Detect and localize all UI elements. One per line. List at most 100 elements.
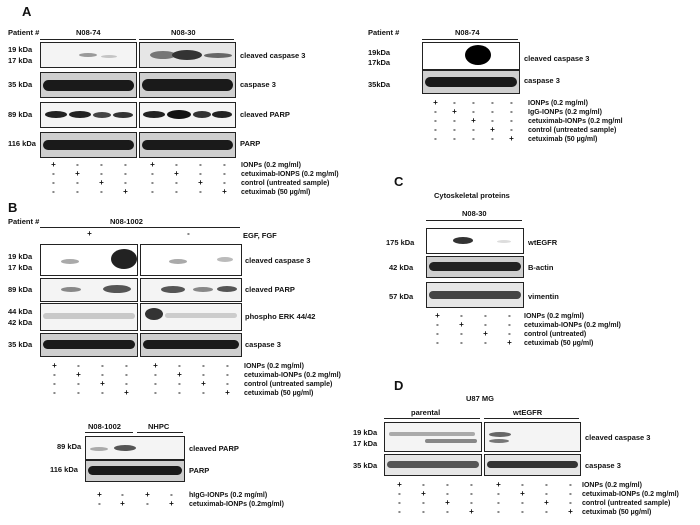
group-line [422, 39, 518, 40]
row-label: caspase 3 [245, 340, 281, 349]
panel-d-label: D [394, 378, 404, 393]
treatment-label: hIgG-IONPs (0.2 mg/ml) [189, 492, 268, 499]
group-label: NHPC [148, 422, 170, 431]
treatment-label: control (untreated) [524, 331, 587, 338]
blot-strip [140, 303, 242, 331]
row-label: cleaved caspase 3 [524, 54, 590, 63]
group-label: N08-30 [462, 209, 487, 218]
blot-strip [40, 102, 137, 128]
group-line [40, 227, 240, 228]
group-label: N08-74 [455, 28, 480, 37]
kda-label: 42 kDa [389, 263, 414, 272]
growth-minus: - [187, 229, 190, 238]
blot-strip [139, 102, 236, 128]
panel-a-label: A [22, 4, 32, 19]
kda-label: 35kDa [368, 80, 391, 89]
row-label: caspase 3 [585, 461, 621, 470]
row-label: caspase 3 [240, 80, 276, 89]
kda-label: 89 kDa [8, 285, 33, 294]
kda-label: 17 kDa [8, 263, 33, 272]
treatment-label: cetuximab (50 µg/ml) [524, 340, 594, 347]
kda-label: 19kDa [368, 48, 391, 57]
blot-strip [85, 436, 185, 460]
row-label: PARP [240, 139, 261, 148]
treatment-label: cetuximab-IONPs (0.2 mg/ml) [244, 372, 341, 379]
treatment-label: control (untreated sample) [528, 127, 617, 134]
blot-strip [484, 454, 581, 476]
kda-label: 19 kDa [353, 428, 378, 437]
blot-strip [40, 244, 138, 276]
blot-strip [139, 72, 236, 98]
group-label: N08-1002 [88, 422, 121, 431]
panel-c-title: Cytoskeletal proteins [434, 191, 510, 200]
treatment-label: IONPs (0.2 mg/ml) [524, 313, 584, 320]
row-label: cleaved PARP [189, 444, 239, 453]
patient-label: Patient # [8, 217, 40, 226]
group-line [384, 418, 480, 419]
blot-strip [140, 278, 242, 302]
kda-label: 116 kDa [8, 139, 36, 148]
row-label: cleaved caspase 3 [245, 256, 311, 265]
blot-strip [384, 422, 482, 452]
treatment-label: IgG-IONPs (0.2 mg/ml) [528, 109, 602, 116]
blot-strip [40, 303, 138, 331]
group-label: wtEGFR [513, 408, 543, 417]
cell-line-label: U87 MG [466, 394, 494, 403]
treatment-label: control (untreated sample) [244, 381, 333, 388]
group-line [85, 432, 133, 433]
row-label: PARP [189, 466, 210, 475]
treatment-label: IONPs (0.2 mg/ml) [582, 482, 642, 489]
blot-strip [40, 278, 138, 302]
treatment-label: cetuximab (50 µg/ml) [582, 509, 652, 516]
row-label: wtEGFR [528, 238, 558, 247]
kda-label: 89 kDa [57, 442, 82, 451]
kda-label: 116 kDa [50, 465, 78, 474]
kda-label: 19 kDa [8, 252, 33, 261]
treatment-label: cetuximab (50 µg/ml) [244, 390, 314, 397]
treatment-label: cetuximab-IONPS (0.2 mg/ml) [241, 171, 339, 178]
blot-strip [139, 132, 236, 158]
row-label: cleaved caspase 3 [585, 433, 651, 442]
kda-label: 35 kDa [8, 340, 33, 349]
blot-strip [140, 333, 242, 357]
blot-strip [426, 282, 524, 308]
treatment-label: cetuximab-IONPs (0.2 mg/ml [528, 118, 623, 125]
kda-label: 35 kDa [353, 461, 378, 470]
patient-label: Patient # [8, 28, 40, 37]
group-line [484, 418, 579, 419]
treatment-label: cetuximab (50 µg/ml) [528, 136, 598, 143]
row-label: vimentin [528, 292, 559, 301]
kda-label: 57 kDa [389, 292, 414, 301]
group-label: N08-74 [76, 28, 101, 37]
group-line [426, 220, 522, 221]
treatment-label: control (untreated sample) [241, 180, 330, 187]
kda-label: 17kDa [368, 58, 391, 67]
row-label: caspase 3 [524, 76, 560, 85]
blot-strip [139, 42, 236, 68]
group-label: N08-1002 [110, 217, 143, 226]
blot-strip [422, 42, 520, 70]
blot-strip [422, 70, 520, 94]
patient-label: Patient # [368, 28, 400, 37]
kda-label: 89 kDa [8, 110, 33, 119]
treatment-label: IONPs (0.2 mg/ml) [528, 100, 588, 107]
blot-strip [40, 72, 137, 98]
blot-strip [426, 256, 524, 278]
kda-label: 35 kDa [8, 80, 33, 89]
row-label: B-actin [528, 263, 554, 272]
row-label: cleaved PARP [245, 285, 295, 294]
row-label: cleaved PARP [240, 110, 290, 119]
treatment-label: cetuximab (50 µg/ml) [241, 189, 311, 196]
kda-label: 19 kDa [8, 45, 33, 54]
treatment-label: cetuximab-IONPs (0.2mg/ml) [189, 501, 284, 508]
treatment-label: IONPs (0.2 mg/ml) [241, 162, 301, 169]
blot-strip [40, 132, 137, 158]
blot-strip [85, 460, 185, 482]
row-label: phospho ERK 44/42 [245, 312, 316, 321]
row-label: cleaved caspase 3 [240, 51, 306, 60]
blot-strip [40, 42, 137, 68]
treatment-label: cetuximab-IONPs (0.2 mg/ml) [524, 322, 621, 329]
group-label: N08-30 [171, 28, 196, 37]
blot-strip [40, 333, 138, 357]
